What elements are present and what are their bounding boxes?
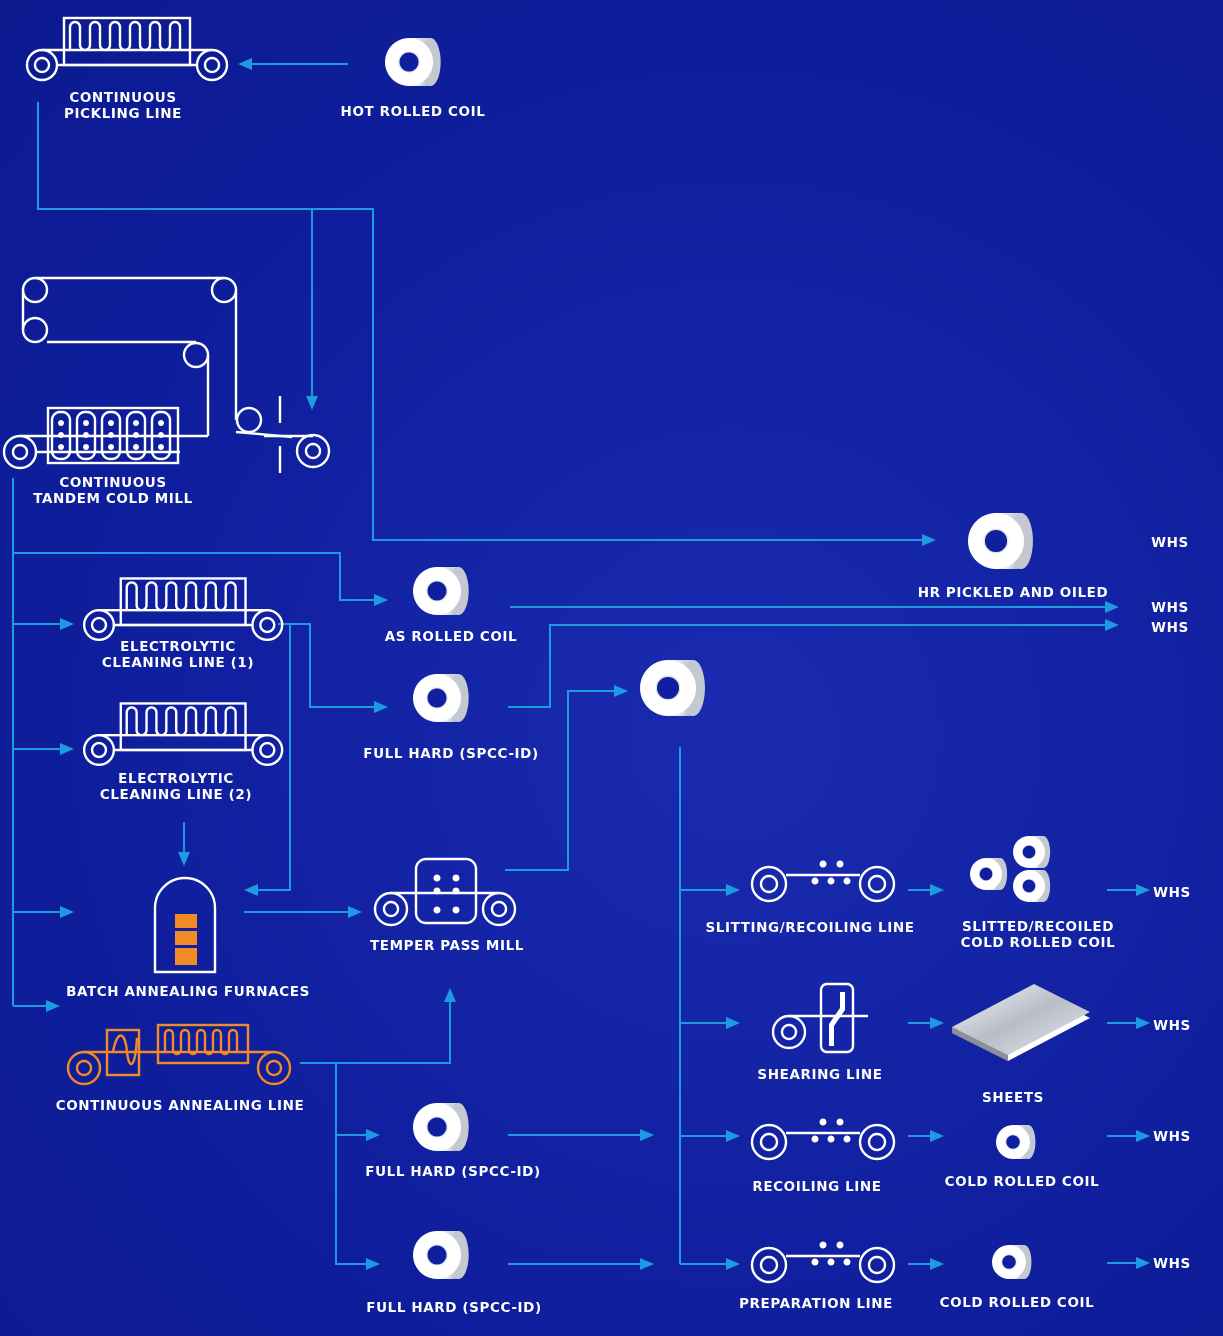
preparation-line-label: PREPARATION LINE [739,1296,893,1312]
ecl2-label-1: ELECTROLYTIC [118,771,234,787]
pickling-line-icon [25,16,229,82]
whs-label-4: WHS [1153,885,1191,901]
flow-lines [12,58,1150,1270]
slitting-line-icon [750,859,896,903]
sheets-label: SHEETS [982,1090,1044,1106]
tandem-mill-label-1: CONTINUOUS [59,475,166,491]
pickling-line-label-1: CONTINUOUS [69,90,176,106]
cold-rolled-coil-icon-1 [995,1124,1036,1160]
batch-annealing-label: BATCH ANNEALING FURNACES [66,984,310,1000]
full-hard-label-1: FULL HARD (SPCC-ID) [363,746,538,762]
cold-rolled-coil-label-2: COLD ROLLED COIL [940,1295,1095,1311]
hot-rolled-coil-label: HOT ROLLED COIL [341,104,486,120]
as-rolled-coil-icon [412,566,470,616]
hr-pickled-oiled-label: HR PICKLED AND OILED [918,585,1109,601]
ecl2-label-2: CLEANING LINE (2) [100,787,252,803]
whs-label-7: WHS [1153,1256,1191,1272]
ecl1-icon [82,577,284,642]
continuous-annealing-label: CONTINUOUS ANNEALING LINE [56,1098,305,1114]
temper-pass-mill-label: TEMPER PASS MILL [370,938,524,954]
recoiling-line-label: RECOILING LINE [752,1179,881,1195]
pickling-line-label-2: PICKLING LINE [64,106,182,122]
temper-pass-mill-icon [373,857,517,927]
batch-annealing-furnace-icon [153,876,217,974]
full-hard-label-2: FULL HARD (SPCC-ID) [365,1164,540,1180]
ecl2-icon [82,702,284,767]
tpm-output-coil-icon [639,659,706,717]
full-hard-coil-icon-2 [412,1102,470,1152]
whs-label-2: WHS [1151,600,1189,616]
slitted-coils-icon [969,835,1051,903]
as-rolled-coil-label: AS ROLLED COIL [385,629,517,645]
cold-rolled-coil-icon-2 [991,1244,1032,1280]
full-hard-label-3: FULL HARD (SPCC-ID) [366,1300,541,1316]
shearing-line-label: SHEARING LINE [757,1067,882,1083]
shearing-line-icon [771,982,868,1054]
ecl1-label-1: ELECTROLYTIC [120,639,236,655]
sheets-icon [952,984,1090,1061]
cold-rolled-coil-label-1: COLD ROLLED COIL [945,1174,1100,1190]
whs-label-5: WHS [1153,1018,1191,1034]
hot-rolled-coil-icon [384,37,442,87]
labels: CONTINUOUS PICKLING LINE HOT ROLLED COIL… [33,90,1191,1316]
hr-pickled-oiled-coil-icon [967,512,1034,570]
continuous-annealing-line-icon [66,1023,292,1086]
whs-label-3: WHS [1151,620,1189,636]
full-hard-coil-icon-1 [412,673,470,723]
slitted-label-1: SLITTED/RECOILED [962,919,1114,935]
recoiling-line-icon [750,1117,896,1161]
tandem-cold-mill-icon [2,276,331,473]
whs-label-6: WHS [1153,1129,1191,1145]
full-hard-coil-icon-3 [412,1230,470,1280]
ecl1-label-2: CLEANING LINE (1) [102,655,254,671]
tandem-mill-label-2: TANDEM COLD MILL [33,491,193,507]
preparation-line-icon [750,1240,896,1284]
whs-label-1: WHS [1151,535,1189,551]
slitted-label-2: COLD ROLLED COIL [961,935,1116,951]
slitting-line-label: SLITTING/RECOILING LINE [705,920,914,936]
